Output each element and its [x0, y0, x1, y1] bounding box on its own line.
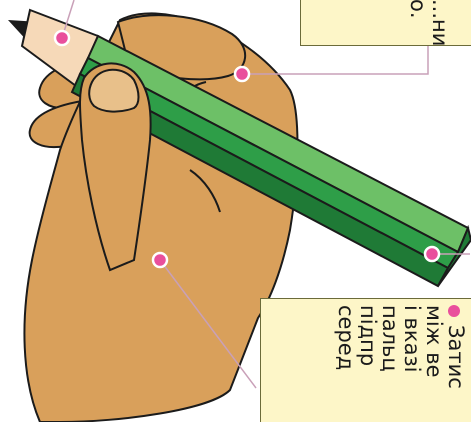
note-bottom: Затис між ве і вказі пальц підпр серед [260, 298, 471, 422]
note-top-line-2: о. [407, 0, 429, 46]
note-bottom-text: Затис між ве і вказі пальц підпр серед [335, 305, 467, 389]
callout-dot-tip [55, 31, 69, 45]
note-bottom-line-2: між ве [423, 305, 445, 389]
callout-dot-middle [235, 67, 249, 81]
thumbnail [89, 70, 138, 112]
callout-dot-thumb [153, 253, 167, 267]
note-top-text: ...ни. о. [407, 0, 451, 46]
note-bottom-line-1-text: Затис [444, 325, 468, 389]
bullet-dot [448, 305, 460, 317]
note-bottom-line-5: підпр [357, 305, 379, 389]
note-bottom-line-1: Затис [445, 305, 467, 389]
note-bottom-line-3: і вказі [401, 305, 423, 389]
note-top: ...ни. о. [300, 0, 471, 46]
note-bottom-line-6: серед [335, 305, 357, 389]
callout-dot-pencil [425, 247, 439, 261]
note-bottom-line-4: пальц [379, 305, 401, 389]
note-top-line-1: ...ни. [429, 0, 451, 46]
